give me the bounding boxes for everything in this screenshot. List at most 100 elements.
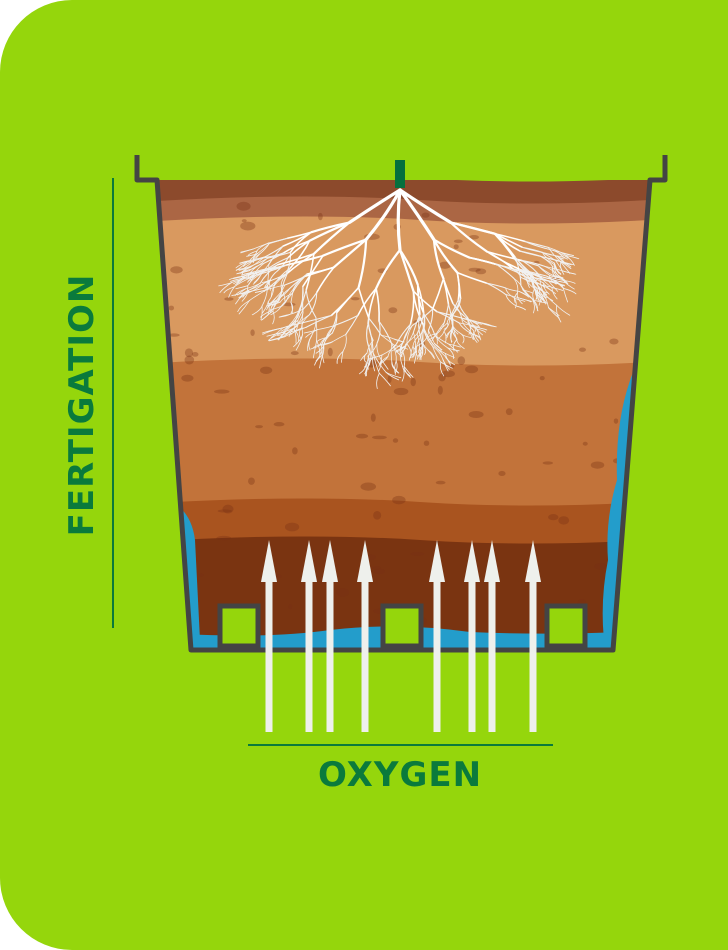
root bbox=[456, 339, 465, 350]
root bbox=[301, 314, 333, 324]
root bbox=[252, 267, 270, 274]
root bbox=[530, 273, 535, 290]
root bbox=[416, 333, 420, 350]
root bbox=[243, 261, 253, 267]
root bbox=[535, 288, 539, 300]
root bbox=[518, 290, 529, 298]
root bbox=[428, 330, 435, 344]
soil-pebble bbox=[216, 535, 232, 541]
root bbox=[416, 336, 421, 352]
root bbox=[267, 285, 275, 303]
root bbox=[363, 352, 368, 363]
root bbox=[432, 345, 444, 360]
root bbox=[286, 254, 324, 266]
arrow-head bbox=[357, 540, 373, 582]
root bbox=[416, 283, 425, 314]
root bbox=[297, 308, 304, 321]
root bbox=[520, 285, 534, 301]
root bbox=[394, 360, 397, 375]
root bbox=[235, 261, 248, 269]
root bbox=[515, 305, 526, 311]
root bbox=[268, 237, 288, 245]
root bbox=[256, 285, 275, 291]
root bbox=[249, 262, 265, 271]
arrow-head bbox=[429, 540, 445, 582]
root bbox=[295, 320, 299, 331]
root bbox=[553, 262, 559, 276]
root bbox=[442, 358, 450, 370]
soil-pebble bbox=[548, 514, 559, 521]
root bbox=[398, 188, 453, 225]
root bbox=[290, 301, 294, 314]
drainage-hole bbox=[544, 603, 588, 649]
root bbox=[243, 261, 253, 269]
root bbox=[457, 299, 469, 319]
soil-pebble bbox=[198, 573, 204, 577]
soil-pebble bbox=[184, 355, 195, 365]
root bbox=[554, 255, 566, 259]
root bbox=[237, 270, 250, 275]
root bbox=[235, 285, 249, 290]
root bbox=[369, 354, 383, 359]
root bbox=[238, 267, 251, 271]
root bbox=[427, 349, 435, 360]
soil-pebble bbox=[435, 480, 446, 485]
root bbox=[496, 264, 515, 279]
root bbox=[238, 289, 250, 299]
oxygen-arrow bbox=[464, 540, 480, 732]
soil-pebble bbox=[273, 422, 285, 427]
root bbox=[468, 256, 497, 265]
root bbox=[468, 325, 471, 335]
root bbox=[555, 260, 563, 271]
root bbox=[293, 334, 304, 348]
soil-pebble bbox=[160, 408, 170, 412]
plant-stem bbox=[395, 160, 405, 188]
soil-pebble bbox=[468, 410, 484, 419]
root bbox=[461, 333, 465, 344]
root bbox=[461, 318, 471, 331]
root bbox=[470, 324, 479, 328]
root bbox=[332, 238, 368, 269]
root bbox=[436, 321, 445, 334]
root bbox=[505, 294, 522, 299]
root bbox=[410, 345, 414, 356]
fertigation-label: FERTIGATION bbox=[62, 273, 102, 537]
soil-pebble bbox=[260, 366, 273, 375]
root bbox=[409, 290, 415, 325]
root bbox=[239, 291, 252, 299]
oxygen-arrows bbox=[261, 540, 541, 732]
soil-pebble bbox=[372, 435, 387, 440]
root bbox=[391, 361, 400, 374]
root bbox=[427, 333, 438, 341]
root bbox=[434, 334, 450, 345]
soil-pebble bbox=[453, 239, 463, 244]
root bbox=[314, 354, 324, 366]
root bbox=[403, 325, 413, 343]
root bbox=[218, 282, 232, 287]
root bbox=[267, 327, 284, 333]
root bbox=[375, 248, 402, 290]
root bbox=[262, 310, 274, 321]
root bbox=[271, 293, 282, 311]
arrow-head bbox=[322, 540, 338, 582]
soil-pebble bbox=[284, 522, 300, 532]
root bbox=[366, 323, 370, 349]
root bbox=[449, 221, 488, 253]
root bbox=[547, 246, 567, 256]
root bbox=[289, 308, 304, 315]
root bbox=[473, 321, 481, 329]
root bbox=[368, 317, 382, 336]
oxygen-arrow bbox=[322, 540, 338, 732]
root bbox=[252, 275, 261, 285]
root bbox=[412, 333, 422, 347]
root bbox=[307, 335, 312, 352]
root bbox=[432, 345, 442, 363]
root bbox=[542, 252, 555, 264]
root bbox=[458, 322, 472, 334]
root bbox=[413, 342, 423, 350]
root bbox=[406, 343, 412, 359]
root bbox=[364, 363, 370, 377]
root bbox=[252, 253, 259, 263]
root bbox=[518, 268, 547, 277]
soil-pebble bbox=[282, 302, 296, 307]
